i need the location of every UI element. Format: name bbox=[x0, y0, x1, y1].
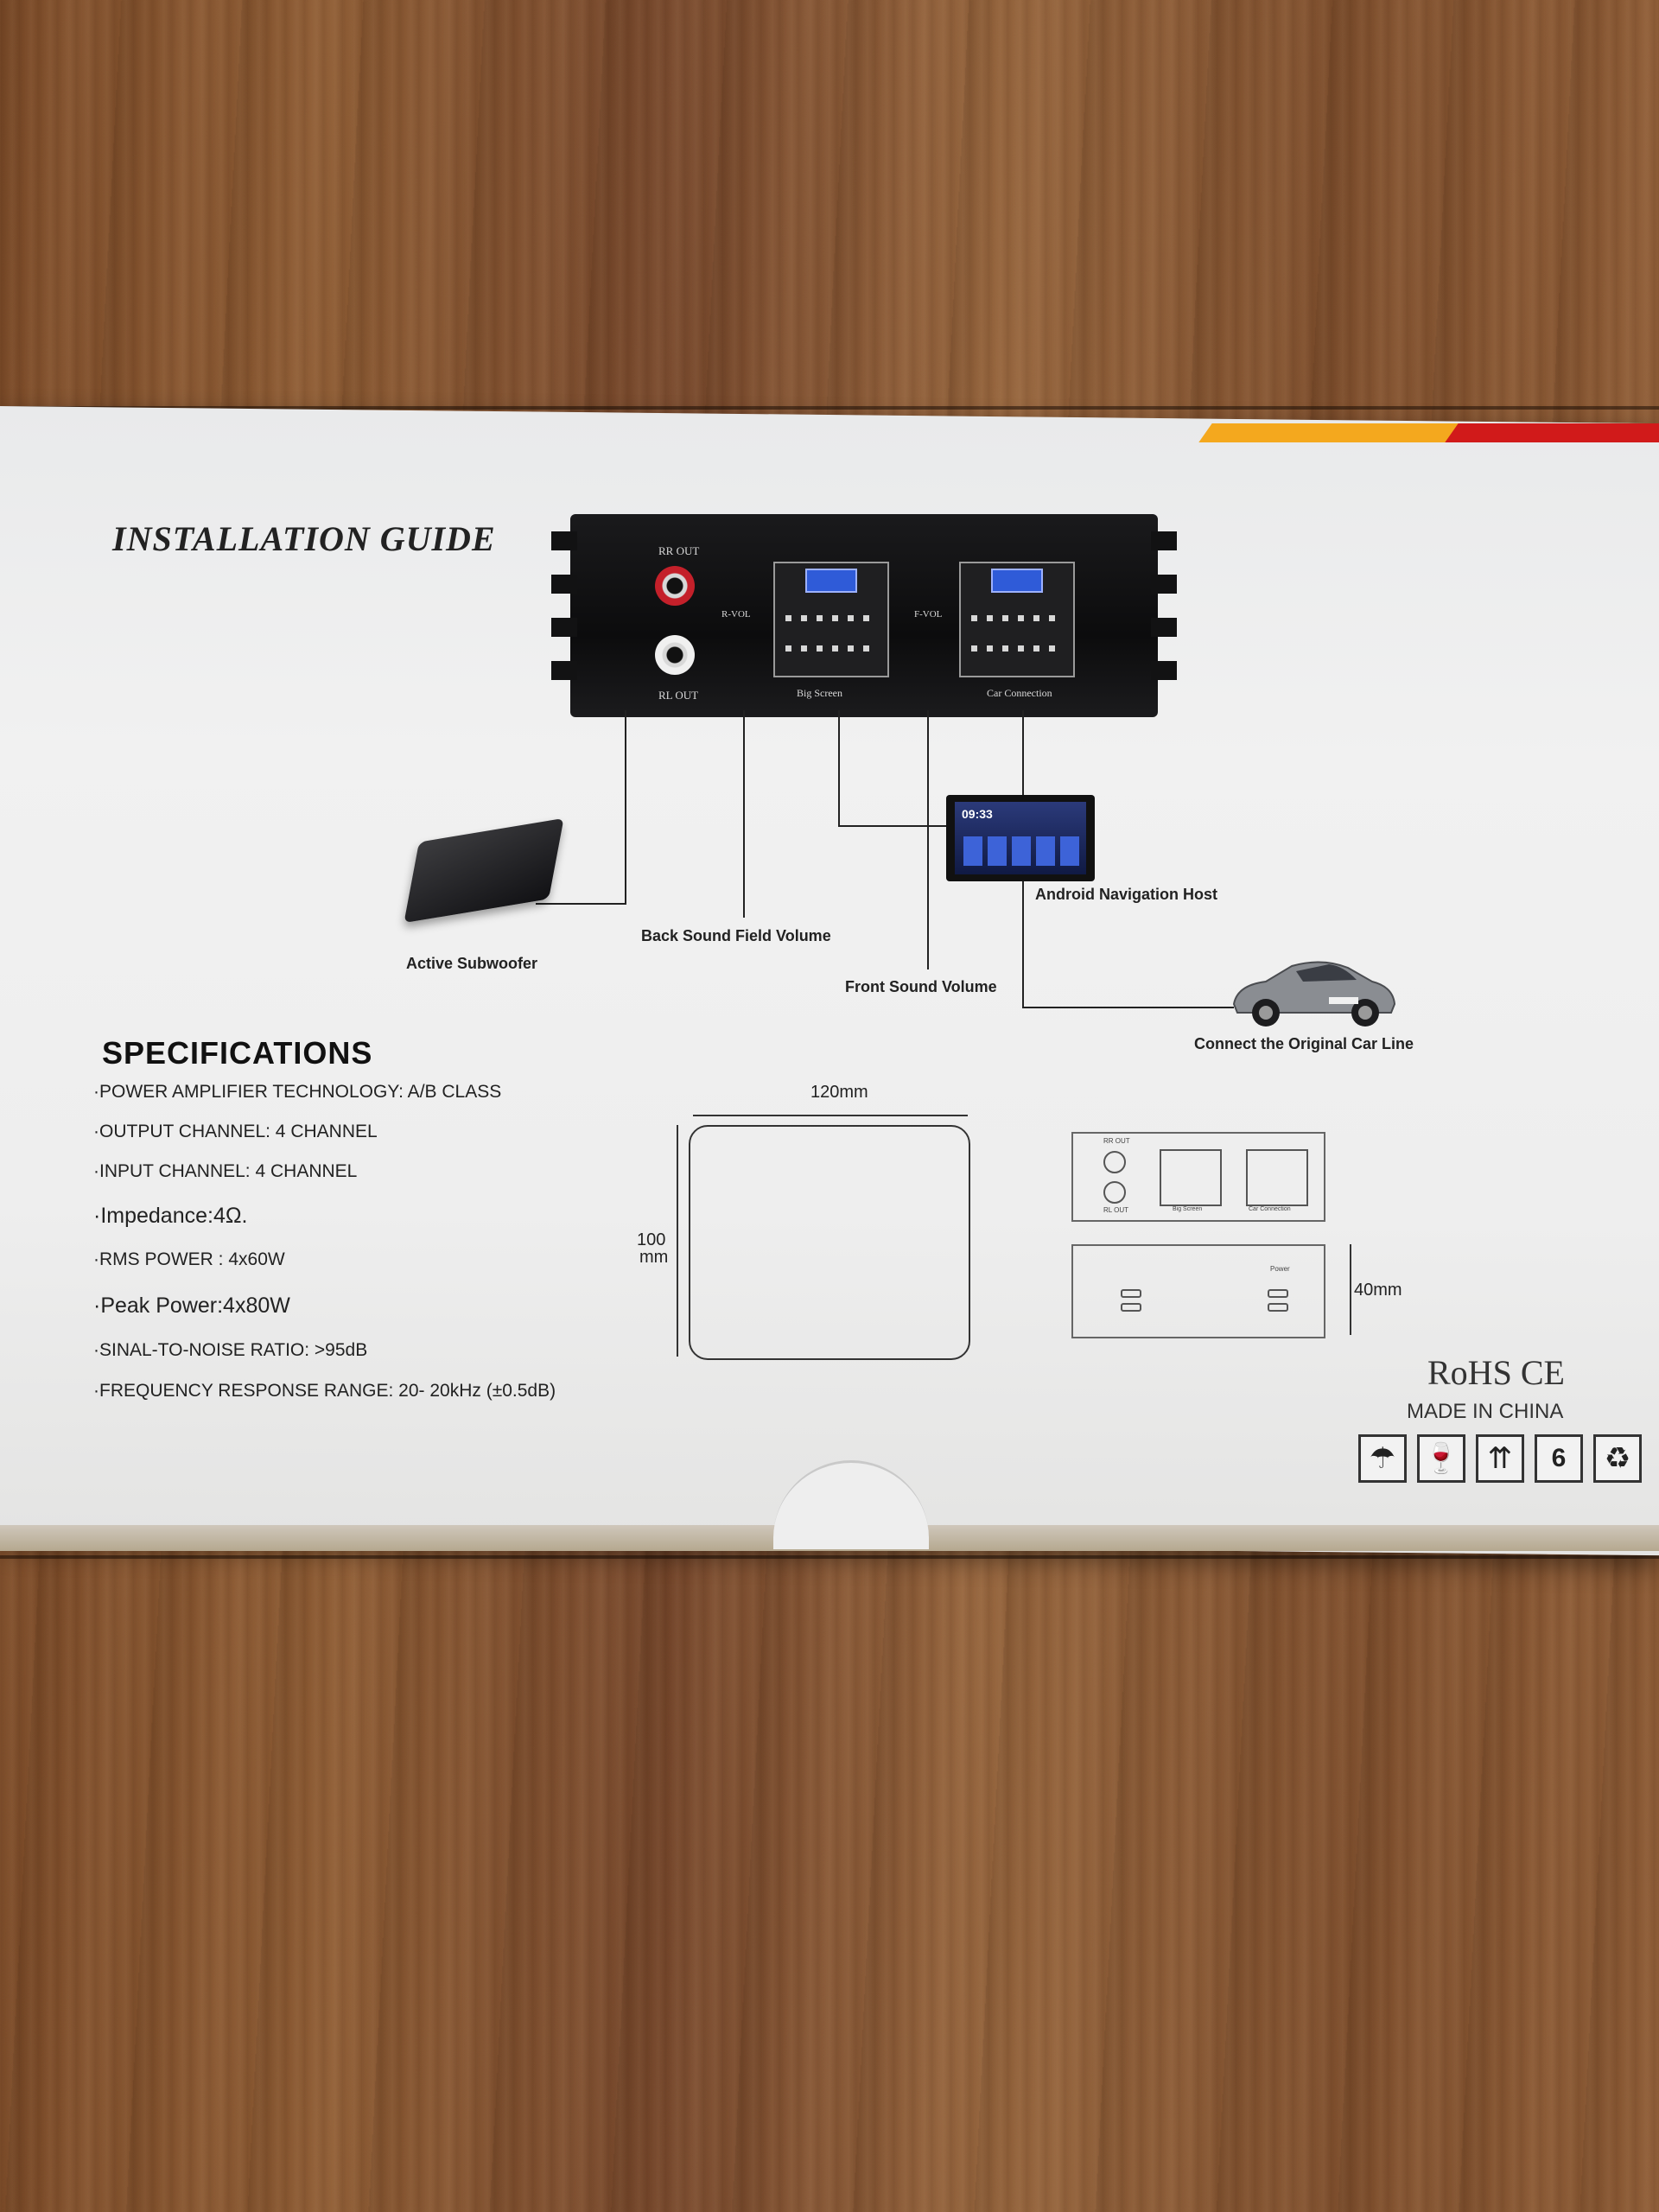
height-dimension-line bbox=[677, 1125, 678, 1357]
installation-guide-title: INSTALLATION GUIDE bbox=[112, 519, 496, 558]
spec-item: ·INPUT CHANNEL: 4 CHANNEL bbox=[93, 1161, 358, 1181]
wire-car-line bbox=[1022, 1007, 1234, 1008]
width-dimension-label: 120mm bbox=[810, 1083, 868, 1102]
recycle-icon: ♻ bbox=[1593, 1434, 1642, 1483]
big-screen-connector bbox=[773, 562, 889, 677]
rr-out-label: RR OUT bbox=[658, 544, 700, 557]
front-sound-volume-label: Front Sound Volume bbox=[845, 978, 997, 995]
front-volume-knob-label: F-VOL bbox=[914, 609, 943, 620]
wire-front-volume bbox=[927, 710, 929, 969]
spec-item: ·SINAL-TO-NOISE RATIO: >95dB bbox=[93, 1340, 368, 1360]
umbrella-icon: ☂ bbox=[1358, 1434, 1407, 1483]
big-screen-label: Big Screen bbox=[797, 687, 842, 699]
sketch-rr-out-label: RR OUT bbox=[1103, 1137, 1130, 1145]
depth-dimension-line bbox=[1350, 1244, 1351, 1335]
spec-item: ·POWER AMPLIFIER TECHNOLOGY: A/B CLASS bbox=[93, 1082, 502, 1102]
connect-original-car-line-label: Connect the Original Car Line bbox=[1194, 1035, 1414, 1052]
rear-panel-sketch: Power bbox=[1071, 1244, 1325, 1338]
wire-subwoofer bbox=[536, 903, 626, 905]
wood-seam bbox=[0, 1555, 1659, 1559]
specifications-title: SPECIFICATIONS bbox=[102, 1035, 373, 1071]
rear-volume-knob-label: R-VOL bbox=[721, 609, 751, 620]
spec-item: ·RMS POWER : 4x60W bbox=[93, 1249, 285, 1269]
sketch-big-screen-label: Big Screen bbox=[1173, 1206, 1203, 1212]
wire-nav-host bbox=[838, 825, 946, 827]
car-connection-connector bbox=[959, 562, 1075, 677]
car-image bbox=[1227, 950, 1400, 1033]
rl-out-jack bbox=[655, 635, 695, 675]
car-connection-label: Car Connection bbox=[987, 687, 1052, 699]
sketch-rl-out-label: RL OUT bbox=[1103, 1206, 1129, 1214]
depth-dimension-label: 40mm bbox=[1354, 1281, 1402, 1300]
height-dimension-label-2: mm bbox=[639, 1248, 669, 1267]
rr-out-jack bbox=[655, 566, 695, 606]
wire-back-volume bbox=[743, 710, 745, 918]
wire-subwoofer bbox=[625, 710, 626, 905]
android-navigation-host-image: 09:33 bbox=[946, 795, 1095, 881]
fragile-glass-icon: 🍷 bbox=[1417, 1434, 1465, 1483]
width-dimension-line bbox=[693, 1115, 968, 1116]
made-in-china-label: MADE IN CHINA bbox=[1407, 1400, 1564, 1423]
rohs-ce-mark: RoHS CE bbox=[1427, 1353, 1565, 1392]
spec-item: ·FREQUENCY RESPONSE RANGE: 20- 20kHz (±0… bbox=[93, 1381, 556, 1401]
top-view-outline bbox=[689, 1125, 970, 1360]
rl-out-label: RL OUT bbox=[658, 689, 699, 702]
spec-item: ·Impedance:4Ω. bbox=[93, 1204, 248, 1228]
android-navigation-host-label: Android Navigation Host bbox=[1035, 886, 1217, 903]
spec-item: ·OUTPUT CHANNEL: 4 CHANNEL bbox=[93, 1122, 378, 1141]
wood-seam bbox=[0, 406, 1659, 410]
headunit-clock: 09:33 bbox=[962, 807, 993, 821]
active-subwoofer-label: Active Subwoofer bbox=[406, 955, 538, 972]
this-way-up-icon: ⇈ bbox=[1476, 1434, 1524, 1483]
amplifier-front-panel: RR OUT RL OUT R-VOL F-VOL Big Screen Car… bbox=[551, 514, 1177, 717]
sketch-car-connection-label: Car Connection bbox=[1249, 1206, 1291, 1212]
front-panel-sketch: RR OUT RL OUT Big Screen Car Connection bbox=[1071, 1132, 1325, 1222]
brand-stripe-yellow bbox=[1198, 423, 1471, 442]
brand-stripe-red bbox=[1445, 423, 1659, 442]
spec-item: ·Peak Power:4x80W bbox=[93, 1294, 290, 1318]
wire-nav-host bbox=[838, 710, 840, 827]
height-dimension-label-1: 100 bbox=[637, 1230, 666, 1249]
stack-limit-icon: 6 bbox=[1535, 1434, 1583, 1483]
back-sound-field-volume-label: Back Sound Field Volume bbox=[641, 927, 831, 944]
sketch-power-label: Power bbox=[1270, 1265, 1290, 1273]
